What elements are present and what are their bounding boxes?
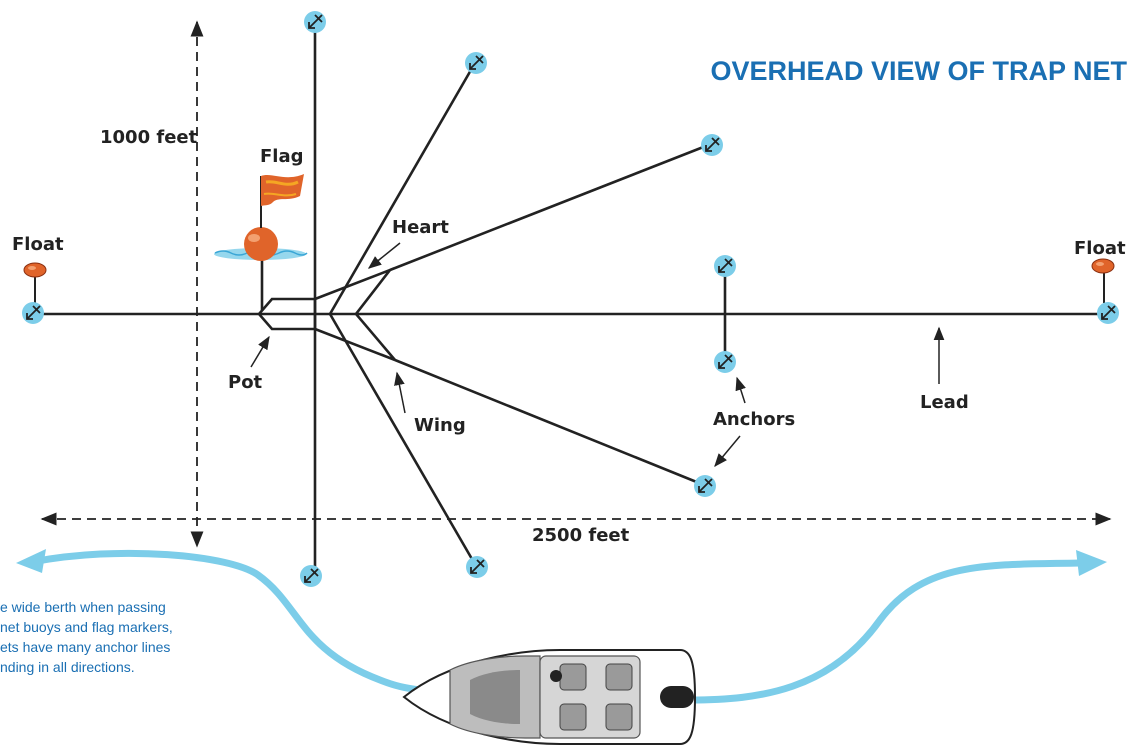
- anchor-icon: [21, 301, 45, 325]
- anchor-icon: [713, 254, 737, 278]
- lower-wing-line: [394, 358, 705, 487]
- upper-wing-line: [389, 142, 712, 272]
- anchors-pointer-up: [735, 376, 746, 404]
- width-label: 2500 feet: [532, 525, 630, 546]
- anchors-label: Anchors: [713, 409, 795, 430]
- lead-label: Lead: [920, 392, 969, 413]
- caption-line-3: ets have many anchor lines: [0, 639, 170, 655]
- caption-line-1: e wide berth when passing: [0, 599, 166, 615]
- float-icon: [1091, 258, 1115, 274]
- float-right-label: Float: [1074, 238, 1126, 259]
- boat-icon: [402, 649, 697, 745]
- anchor-icon: [299, 564, 323, 588]
- heart-outline: [314, 267, 396, 362]
- anchor-icon: [713, 350, 737, 374]
- anchor-icon: [700, 133, 724, 157]
- anchor-icon: [464, 51, 488, 75]
- anchor-icon: [693, 474, 717, 498]
- trap-net-lines: [35, 24, 1108, 575]
- flag-label: Flag: [260, 146, 304, 167]
- pot-label: Pot: [228, 372, 263, 393]
- anchor-icon: [303, 10, 327, 34]
- wing-pointer: [394, 371, 406, 414]
- float-icon: [23, 262, 47, 278]
- caption: e wide berth when passing net buoys and …: [0, 599, 173, 675]
- anchor-icon: [1096, 301, 1120, 325]
- flag-buoy-icon: [214, 174, 308, 261]
- heart-pointer: [367, 242, 401, 269]
- pot-pointer: [250, 335, 270, 368]
- boat-path: [16, 549, 1107, 704]
- height-label: 1000 feet: [100, 127, 198, 148]
- lower-diagonal-anchor-line: [328, 313, 478, 567]
- wing-label: Wing: [414, 415, 466, 436]
- heart-label: Heart: [392, 217, 449, 238]
- upper-diagonal-anchor-line: [328, 62, 477, 315]
- caption-line-4: nding in all directions.: [0, 659, 135, 675]
- anchors-pointer-down: [714, 435, 741, 468]
- anchor-icon: [465, 555, 489, 579]
- caption-line-2: net buoys and flag markers,: [0, 619, 173, 635]
- float-left-label: Float: [12, 234, 64, 255]
- pot-outline: [257, 297, 317, 331]
- page-title: OVERHEAD VIEW OF TRAP NET: [710, 56, 1127, 86]
